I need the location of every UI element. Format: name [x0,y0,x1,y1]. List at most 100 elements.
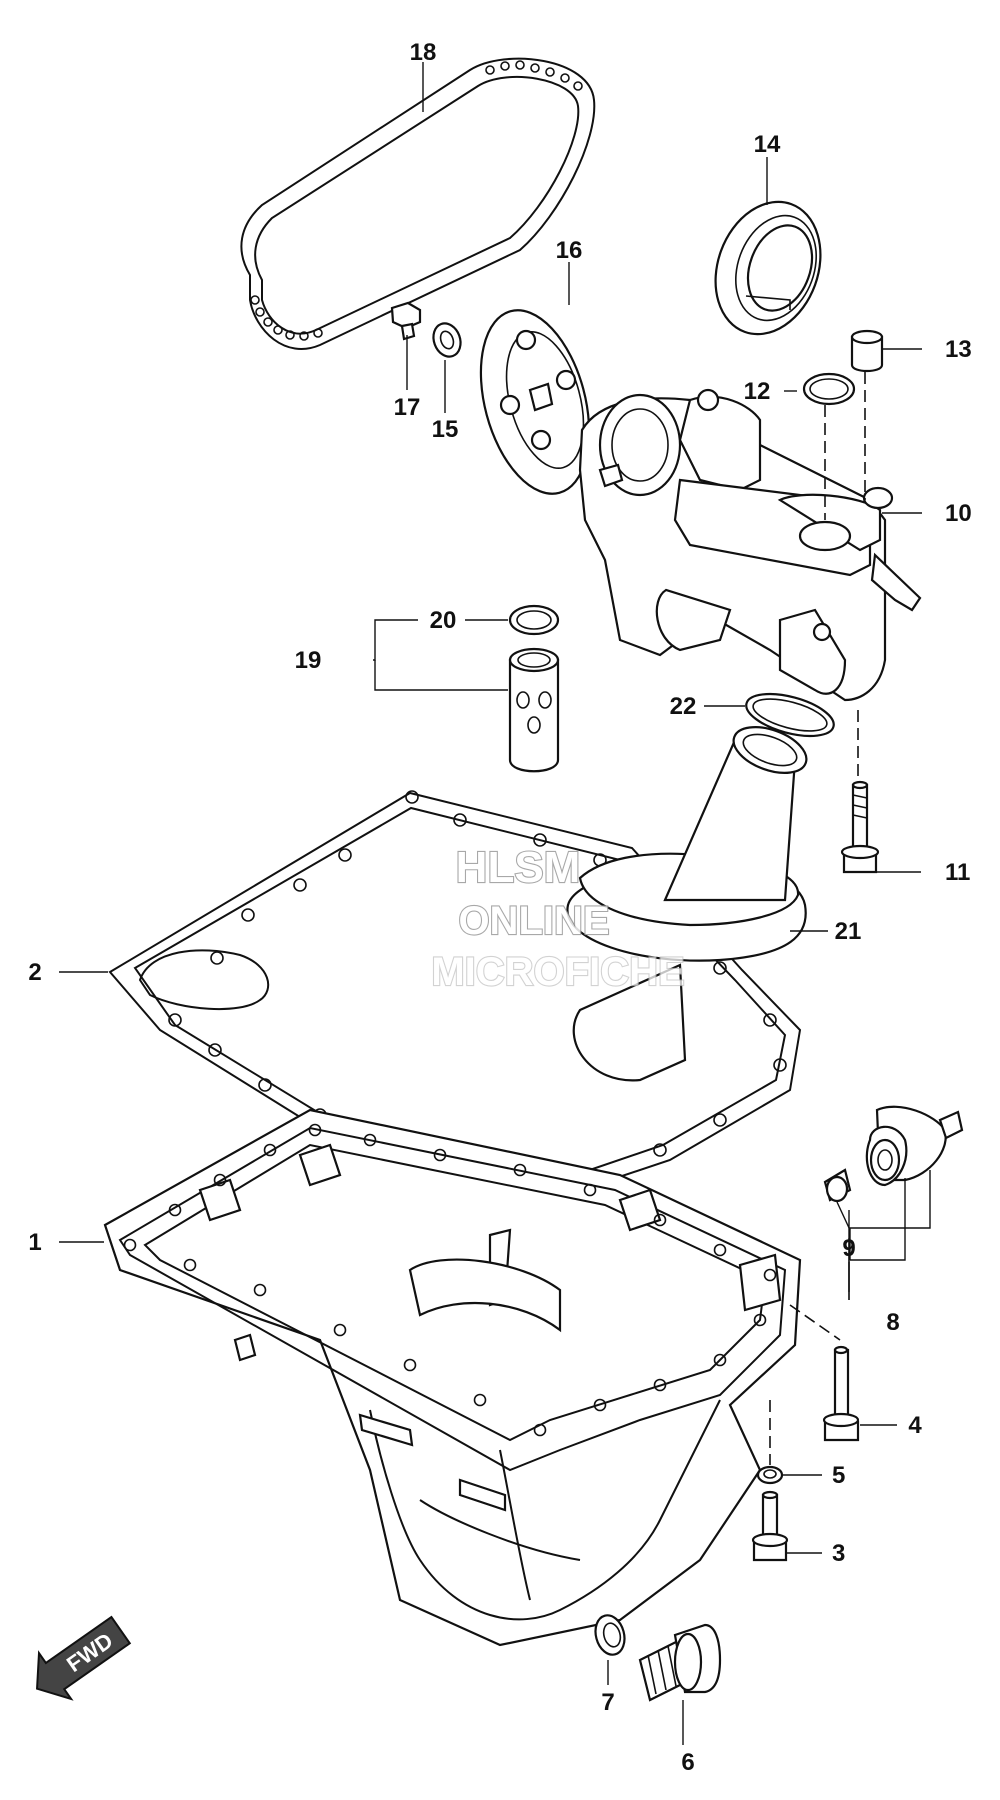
gasket-bolt-hole [168,1013,182,1027]
label-9[interactable]: 9 [842,1235,855,1262]
label-5[interactable]: 5 [832,1462,845,1489]
chain-link [560,73,570,83]
washer-15[interactable] [429,320,465,361]
label-22[interactable]: 22 [670,693,697,720]
chain-link [285,330,295,340]
label-10[interactable]: 10 [945,500,972,527]
chain-link [515,60,525,70]
gasket-bolt-hole [653,1143,667,1157]
drain-plug[interactable] [638,1623,722,1702]
oil-pump-assembly[interactable] [578,388,922,702]
pan-bolt-hole [533,1423,547,1437]
gasket-bolt-hole [713,1113,727,1127]
chain-link [545,67,555,77]
label-21[interactable]: 21 [835,918,862,945]
chain-link [250,295,260,305]
pan-bolt-hole [363,1133,377,1147]
label-18[interactable]: 18 [410,39,437,66]
gasket-bolt-hole [293,878,307,892]
arrow-icon: FWD [36,1615,132,1701]
gasket-bolt-hole [533,833,547,847]
pan-bolt-hole [653,1378,667,1392]
bolt-4[interactable] [822,1345,860,1442]
chain-link [485,65,495,75]
label-7[interactable]: 7 [601,1689,614,1716]
watermark-line-3: MICROFICHE [431,950,684,994]
label-11[interactable]: 11 [945,859,970,886]
o-ring-22[interactable] [742,686,838,744]
o-ring-20[interactable] [508,604,560,636]
gasket-bolt-hole [773,1058,787,1072]
pan-bolt-hole [433,1148,447,1162]
drain-washer[interactable] [591,1612,628,1658]
pan-bolt-hole [183,1258,197,1272]
leader-lines [59,62,931,1745]
pan-bolt-hole [513,1163,527,1177]
label-12[interactable]: 12 [744,378,771,405]
pan-bolt-hole [763,1268,777,1282]
gasket-bolt-hole [405,790,419,804]
watermark-line-2: ONLINE [458,899,609,943]
chain-link [500,61,510,71]
bolt-9[interactable] [823,1168,852,1203]
chain-link [263,317,273,327]
label-20[interactable]: 20 [430,607,457,634]
gasket-bolt-hole [713,961,727,975]
oil-pipe[interactable] [508,647,560,773]
oil-pump-sprocket[interactable] [462,298,607,505]
pan-bolt-hole [123,1238,137,1252]
chain-link [530,63,540,73]
fwd-arrow: FWD [36,1615,132,1701]
cam-chain[interactable] [240,57,596,350]
pan-bolt-hole [213,1173,227,1187]
watermark-line-1: HLSM [456,843,581,892]
label-6[interactable]: 6 [681,1749,694,1776]
pan-bolt-hole [753,1313,767,1327]
label-13[interactable]: 13 [945,336,972,363]
gasket-bolt-hole [338,848,352,862]
pan-bolt-hole [593,1398,607,1412]
dowel-pin[interactable] [850,329,884,373]
label-2[interactable]: 2 [28,959,41,986]
gasket-bolt-hole [241,908,255,922]
pump-drive-gear[interactable] [698,187,838,349]
label-19[interactable]: 19 [295,647,322,674]
pan-bolt-hole [263,1143,277,1157]
pan-bolt-hole [333,1323,347,1337]
chain-link [273,325,283,335]
gasket-bolt-hole [763,1013,777,1027]
oil-pan[interactable] [103,1108,802,1647]
oil-pressure-switch[interactable] [865,1105,964,1187]
label-16[interactable]: 16 [556,237,583,264]
pan-bolt-hole [653,1213,667,1227]
bolt-3[interactable] [751,1490,789,1562]
pan-bolt-hole [253,1283,267,1297]
pan-bolt-hole [308,1123,322,1137]
chain-link [255,307,265,317]
gasket-bolt-hole [453,813,467,827]
install-guide-lines [769,372,866,1465]
pan-bolt-hole [473,1393,487,1407]
label-17[interactable]: 17 [394,394,421,421]
chain-link [573,81,583,91]
sprocket-bolt[interactable] [390,301,422,341]
label-3[interactable]: 3 [832,1540,845,1567]
watermark: HLSM ONLINE MICROFICHE [430,842,686,995]
label-4[interactable]: 4 [908,1412,922,1439]
gasket-bolt-hole [258,1078,272,1092]
part-labels: 18 14 16 13 12 17 15 10 20 19 22 11 21 2… [28,39,971,1776]
chain-link [299,331,309,341]
gasket-bolt-hole [210,951,224,965]
bolt-11[interactable] [840,780,880,874]
pan-bolt-hole [583,1183,597,1197]
chain-link [313,328,323,338]
washer-5[interactable] [756,1465,784,1485]
pan-bolt-hole [168,1203,182,1217]
o-ring-12[interactable] [802,372,856,406]
label-15[interactable]: 15 [432,416,459,443]
label-1[interactable]: 1 [28,1229,41,1256]
label-14[interactable]: 14 [754,131,781,158]
label-8[interactable]: 8 [886,1309,899,1336]
oil-strainer[interactable] [566,718,812,1082]
